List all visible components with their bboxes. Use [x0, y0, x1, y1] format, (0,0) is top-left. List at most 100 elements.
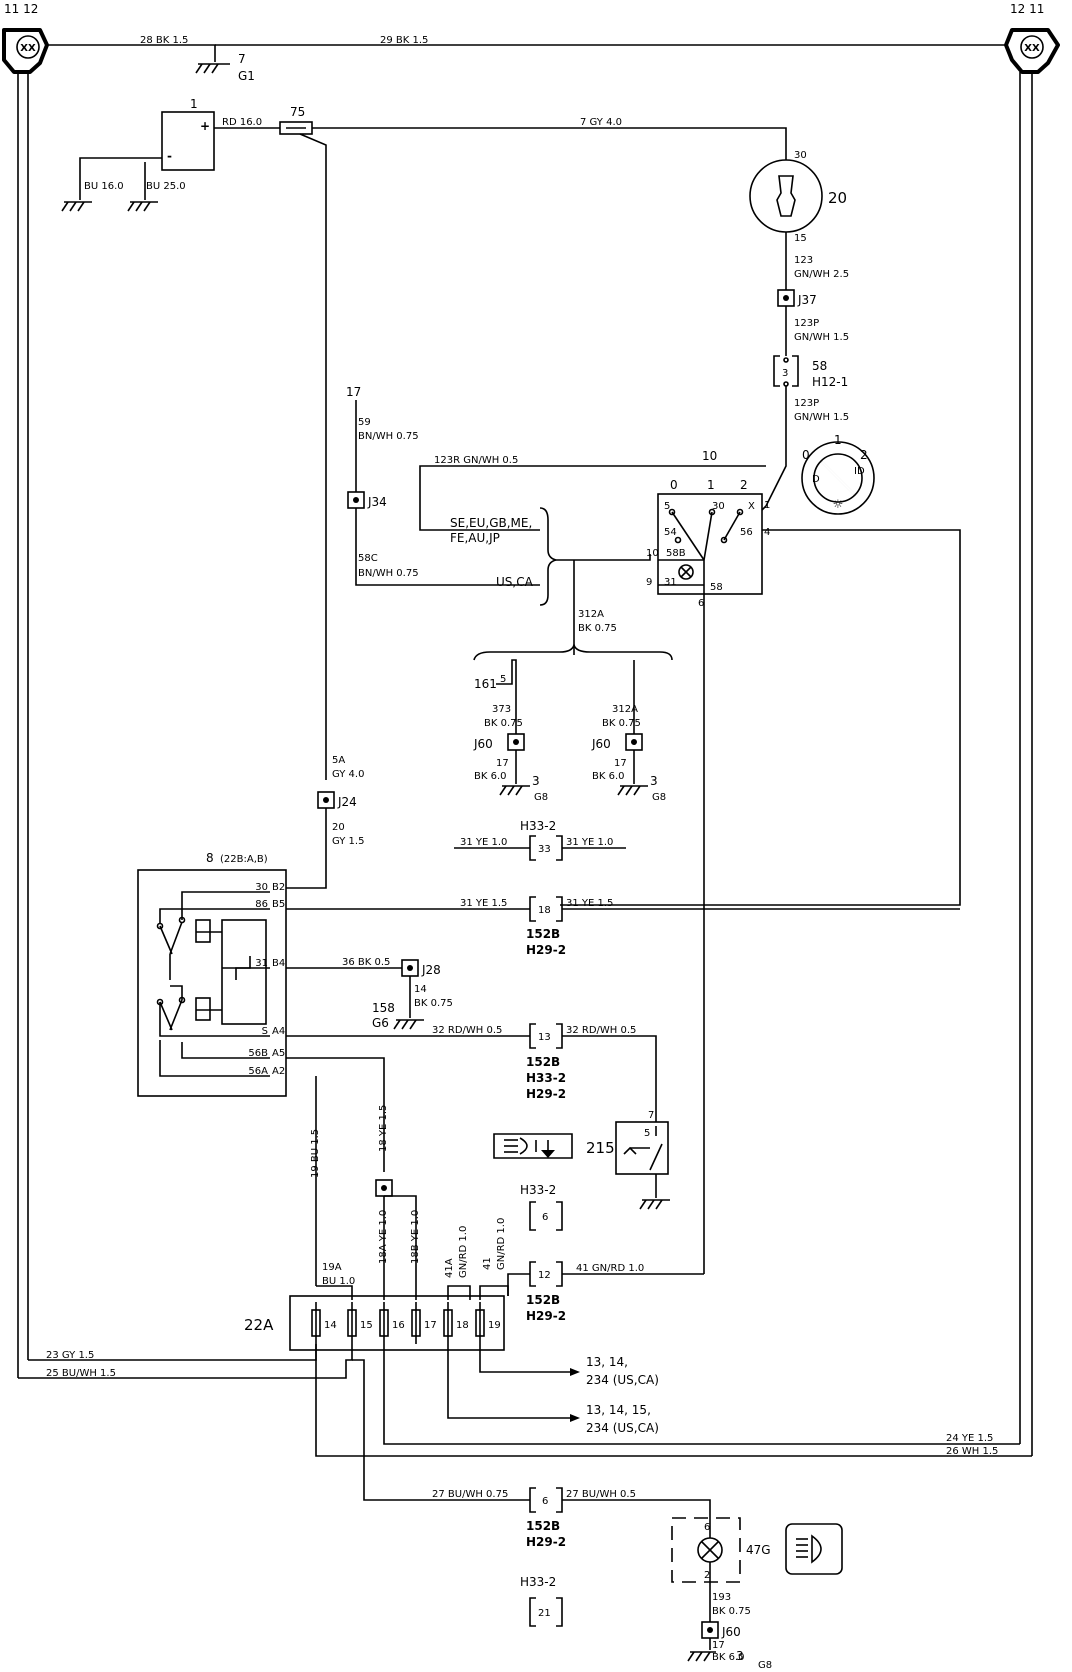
wire-59-num: 59 — [358, 417, 371, 428]
light-switch-pin-58: 58 — [710, 582, 723, 593]
fuse-19-label: 19 — [488, 1320, 501, 1331]
c6-ref: 152B — [526, 1519, 560, 1533]
relay8-title-sub: (22B:A,B) — [220, 854, 268, 865]
wire-19a-num: 19A — [322, 1262, 342, 1273]
wire-14-col: BK 0.75 — [414, 998, 453, 1009]
j24-label: J24 — [337, 795, 357, 809]
c18-ref: 152B — [526, 927, 560, 941]
fusebox-output-wires: 23 GY 1.5 25 BU/WH 1.5 13, 14, 234 (US,C… — [18, 1344, 1032, 1501]
relay-to-fusebox-wires: 19 BU 1.5 18 YE 1.5 18A YE 1.0 18B YE 1.… — [286, 1057, 509, 1300]
fuse-16: 16 — [379, 1302, 405, 1344]
j34-label: J34 — [367, 495, 387, 509]
fuse-75: 75 RD 16.0 7 GY 4.0 — [214, 105, 787, 780]
wire-7gy-label: 7 GY 4.0 — [580, 117, 622, 128]
relay8-title: 8 — [206, 851, 214, 865]
relay8-pin-left-s: S — [262, 1026, 268, 1037]
h33a-name: H33-2 — [520, 819, 556, 833]
wire-31b-right: 31 YE 1.5 — [566, 898, 613, 909]
knob-label-0: 0 — [802, 448, 810, 462]
c12-pin: 12 — [538, 1270, 551, 1281]
top-ground-wires: 28 BK 1.5 29 BK 1.5 7 G1 — [47, 35, 1006, 83]
wire-193-col: BK 0.75 — [712, 1606, 751, 1617]
switch215-pin5: 5 — [644, 1128, 650, 1139]
light-switch-pin-54: 54 — [664, 527, 677, 538]
wire-36-label: 36 BK 0.5 — [342, 957, 390, 968]
wire-17c-num: 17 — [712, 1640, 725, 1651]
wire-17c-col: BK 6.0 — [712, 1652, 745, 1663]
headlight-right: XX 12 11 — [1004, 2, 1060, 74]
light-switch-pos-2: 2 — [740, 478, 748, 492]
wire-123r-label: 123R GN/WH 0.5 — [434, 455, 518, 466]
battery-ref: 1 — [190, 97, 198, 111]
dest1-line1: 13, 14, — [586, 1355, 628, 1369]
wire-58c-col: BN/WH 0.75 — [358, 568, 419, 579]
connector-152b-pin18: 18 31 YE 1.5 31 YE 1.5 152B H29-2 — [286, 896, 960, 957]
sun-icon: ☼ — [833, 497, 844, 511]
fuse-18: 18 — [443, 1302, 469, 1344]
relay-8: 8 (22B:A,B) 30 86 31 S 56B 56A B2 B5 B4 … — [137, 851, 287, 1097]
relay8-pin-right-b5: B5 — [272, 899, 285, 910]
ref-17: 17 — [346, 385, 361, 399]
switch20-ref: 20 — [828, 189, 847, 207]
h33c-pin: 21 — [538, 1608, 551, 1619]
junction-j24: 5A GY 4.0 J24 20 GY 1.5 — [286, 755, 364, 889]
g8b-name: G8 — [652, 792, 666, 803]
wire-123p-col: GN/WH 1.5 — [794, 332, 849, 343]
wire-bu25-label: BU 25.0 — [146, 181, 186, 192]
relay8-pin-right-a4: A4 — [272, 1026, 285, 1037]
connector-h33-2-pin21: H33-2 21 — [520, 1575, 563, 1627]
wire-32-right: 32 RD/WH 0.5 — [566, 1025, 636, 1036]
h33b-pin: 6 — [542, 1212, 548, 1223]
junction-j37: J37 123P GN/WH 1.5 — [777, 289, 849, 356]
wire-31a-left: 31 YE 1.0 — [460, 837, 507, 848]
relay8-pin-right-a5: A5 — [272, 1048, 285, 1059]
battery-ground-2 — [127, 201, 158, 212]
wire-41h-label: 41 GN/RD 1.0 — [576, 1263, 644, 1274]
wire-20-num: 20 — [332, 822, 345, 833]
headlight-feed-wires — [17, 72, 1033, 1456]
junction-j28: 36 BK 0.5 J28 14 BK 0.75 158 G6 — [286, 957, 453, 1030]
battery-plus: + — [200, 119, 210, 133]
wire-123-num: 123 — [794, 255, 813, 266]
high-beam-icon — [785, 1523, 843, 1575]
market-group1-line2: FE,AU,JP — [450, 531, 500, 545]
lamp-47g: 6 2 47G 193 BK 0.75 J60 17 BK 6.0 3 G8 — [671, 1517, 843, 1671]
wire-18-label: 18 YE 1.5 — [378, 1105, 389, 1152]
light-switch-pos-1: 1 — [707, 478, 715, 492]
c6-pin: 6 — [542, 1496, 548, 1507]
light-switch-pin-x: X — [748, 501, 755, 512]
wire-193-num: 193 — [712, 1592, 731, 1603]
dest1-line2: 234 (US,CA) — [586, 1373, 659, 1387]
wire-rd16-label: RD 16.0 — [222, 117, 262, 128]
h12-pin: 3 — [782, 368, 788, 379]
fuse-15: 15 — [347, 1302, 373, 1344]
wire-17a-num: 17 — [496, 758, 509, 769]
fuse-15-label: 15 — [360, 1320, 373, 1331]
g8a-name: G8 — [534, 792, 548, 803]
c18-pin: 18 — [538, 905, 551, 916]
fusebox-ref: 22A — [244, 1316, 274, 1334]
headlight-right-pins: 12 11 — [1010, 2, 1044, 16]
fuse-17-label: 17 — [424, 1320, 437, 1331]
wire-123-col: GN/WH 2.5 — [794, 269, 849, 280]
switch20-pin-out: 15 — [794, 233, 807, 244]
g6-name: G6 — [372, 1016, 389, 1030]
ref-161-pin: 5 — [500, 674, 506, 685]
ref-17-branch: 17 59 BN/WH 0.75 J34 58C BN/WH 0.75 — [346, 385, 540, 586]
battery-minus: - — [167, 149, 172, 163]
c18-name: H29-2 — [526, 943, 566, 957]
wire-58c-num: 58C — [358, 553, 378, 564]
h12-name: H12-1 — [812, 375, 848, 389]
light-switch-pin-30: 30 — [712, 501, 725, 512]
relay8-pin-right-b4: B4 — [272, 958, 285, 969]
wire-bu16-label: BU 16.0 — [84, 181, 124, 192]
wire-19a-col: BU 1.0 — [322, 1276, 355, 1287]
light-switch-pin-4: 4 — [764, 527, 770, 538]
light-switch-pin-31: 31 — [664, 577, 677, 588]
wire-27-left: 27 BU/WH 0.75 — [432, 1489, 508, 1500]
switch215-pin7: 7 — [648, 1110, 654, 1121]
g8a-ref: 3 — [532, 774, 540, 788]
switch20-pin-in: 30 — [794, 150, 807, 161]
wire-17a-col: BK 6.0 — [474, 771, 507, 782]
wire-17b-col: BK 6.0 — [592, 771, 625, 782]
